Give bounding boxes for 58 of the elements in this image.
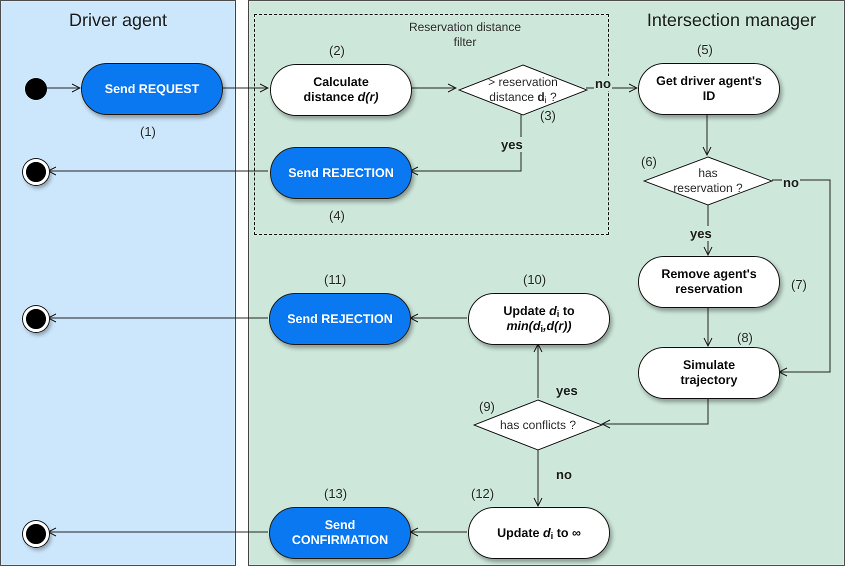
step-number: (9) [479, 398, 495, 416]
arrow [534, 450, 542, 506]
dashed-group [254, 14, 609, 235]
end-node [23, 306, 49, 332]
step-number: (13) [324, 485, 348, 503]
swimlane [248, 0, 845, 566]
edge-label: yes [500, 137, 524, 152]
arrow [602, 398, 708, 428]
action-label: Send REJECTION [286, 312, 394, 326]
action-label: Simulate trajectory [680, 358, 738, 388]
arrow [410, 114, 522, 176]
arrow [702, 114, 712, 156]
arrow [48, 166, 268, 176]
action-label: Send CONFIRMATION [290, 518, 390, 548]
arrow [410, 528, 468, 536]
start-node [25, 78, 47, 100]
arrow [704, 204, 712, 256]
arrow [534, 344, 542, 398]
step-number: (7) [791, 276, 807, 294]
swimlane [0, 0, 236, 566]
group-title: Reservation distance filter [408, 20, 522, 50]
step-number: (5) [697, 41, 713, 59]
arrow [410, 84, 456, 92]
arrow [46, 84, 80, 92]
decision-text: has reservation ? [672, 166, 744, 196]
arrow [772, 180, 830, 376]
decision-diamond [643, 156, 773, 206]
action-label: Get driver agent's ID [655, 74, 763, 104]
arrow [410, 314, 468, 322]
action-label: Remove agent's reservation [660, 267, 758, 297]
edge-label: no [594, 76, 612, 91]
arrow [222, 84, 268, 92]
arrow [48, 314, 268, 322]
lane-title: Intersection manager [646, 9, 816, 32]
arrow [586, 84, 638, 92]
end-node [23, 521, 49, 547]
step-number: (2) [329, 42, 345, 60]
step-number: (3) [540, 107, 556, 125]
step-number: (6) [641, 153, 657, 171]
step-number: (1) [140, 123, 156, 141]
decision-text: > reservation distance d$_{i}$ ? [487, 75, 559, 105]
step-number: (4) [329, 207, 345, 225]
action-label: Send REJECTION [287, 166, 395, 180]
decision-text: has conflicts ? [499, 418, 577, 432]
arrow [704, 306, 712, 346]
end-node [23, 159, 49, 185]
step-number: (10) [523, 271, 546, 289]
action-label: Calculate distance d(r) [302, 75, 380, 105]
action-label: Update d$_{i}$ to ∞ [496, 526, 582, 540]
step-number: (12) [471, 485, 494, 503]
lane-title: Driver agent [68, 9, 168, 32]
action-label: Update d$_{i}$ to min(d$_{i}$,d(r)) [502, 304, 576, 334]
arrow [48, 528, 268, 536]
step-number: (11) [324, 271, 346, 289]
decision-diamond [473, 399, 603, 451]
step-number: (8) [737, 329, 753, 347]
action-label: Send REQUEST [104, 82, 200, 96]
edge-label: yes [689, 226, 713, 241]
